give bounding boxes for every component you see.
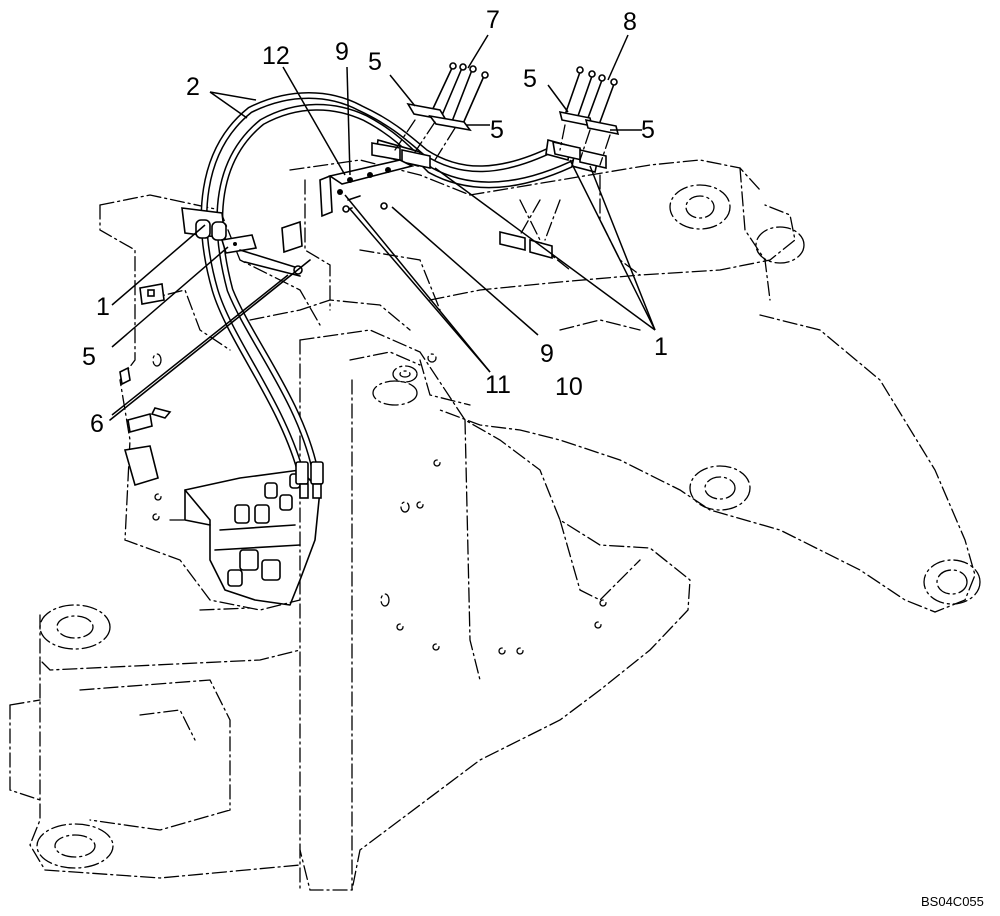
- leader-lines: [111, 34, 656, 416]
- diagram-code: BS04C055: [921, 894, 984, 909]
- callout-12: 12: [262, 42, 290, 70]
- callout-5-upper-left: 5: [368, 48, 382, 76]
- callout-6: 6: [90, 410, 104, 438]
- lower-bracket: [109, 220, 311, 487]
- callout-8: 8: [623, 8, 637, 36]
- callout-11: 11: [485, 371, 511, 399]
- callout-9-right: 9: [540, 340, 554, 368]
- callout-9-top: 9: [335, 38, 349, 66]
- callout-5-upper-right: 5: [523, 65, 537, 93]
- callout-5-upper-right-lower: 5: [641, 116, 655, 144]
- callout-5-left: 5: [82, 343, 96, 371]
- callout-labels: 1 1 2 5 5 5 5 5 6 7 8 9 9 10 11 12: [82, 6, 668, 438]
- control-valve-assembly: [169, 469, 321, 611]
- callout-7: 7: [486, 6, 500, 34]
- callout-5-upper-left-lower: 5: [490, 116, 504, 144]
- hose-clamps: [139, 140, 607, 305]
- frame-holes: [152, 353, 607, 655]
- mounting-bracket: [319, 159, 415, 218]
- callout-1-left: 1: [96, 293, 110, 321]
- loader-frame-outline: [9, 159, 981, 891]
- callout-10: 10: [555, 373, 583, 401]
- callout-1-right: 1: [654, 333, 668, 361]
- callout-2: 2: [186, 73, 200, 101]
